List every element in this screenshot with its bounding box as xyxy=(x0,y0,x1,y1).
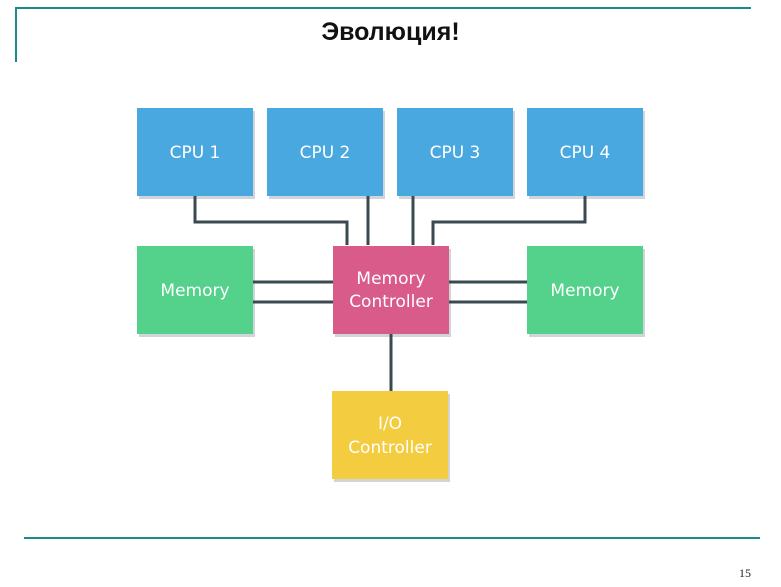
memory-right-box: Memory xyxy=(527,246,643,334)
cpu-3-label: CPU 3 xyxy=(430,143,481,163)
memory-controller-label-line2: Controller xyxy=(349,292,433,312)
slide-footer-line xyxy=(24,537,760,539)
cpu-4-label: CPU 4 xyxy=(560,143,611,163)
slide-frame-top xyxy=(15,7,751,9)
cpu-4-box: CPU 4 xyxy=(527,108,643,196)
memory-controller-box: Memory Controller xyxy=(333,246,449,334)
memory-left-box: Memory xyxy=(137,246,253,334)
bus-wires xyxy=(193,196,587,391)
cpu-2-label: CPU 2 xyxy=(300,143,351,163)
cpu-2-box: CPU 2 xyxy=(267,108,383,196)
io-controller-label-line1: I/O xyxy=(378,414,402,434)
memory-right-label: Memory xyxy=(550,281,619,301)
wire-cpu1 xyxy=(193,196,349,245)
slide-title: Эволюция! xyxy=(321,18,460,46)
cpu-1-label: CPU 1 xyxy=(170,143,221,163)
io-controller-label-line2: Controller xyxy=(348,438,432,458)
slide-frame-left xyxy=(15,7,17,62)
wire-cpu4 xyxy=(431,196,587,245)
cpu-1-box: CPU 1 xyxy=(137,108,253,196)
memory-controller-label-line1: Memory xyxy=(356,269,425,289)
slide-page-number: 15 xyxy=(739,566,751,580)
memory-left-label: Memory xyxy=(160,281,229,301)
io-controller-box: I/O Controller xyxy=(332,391,448,479)
cpu-3-box: CPU 3 xyxy=(397,108,513,196)
